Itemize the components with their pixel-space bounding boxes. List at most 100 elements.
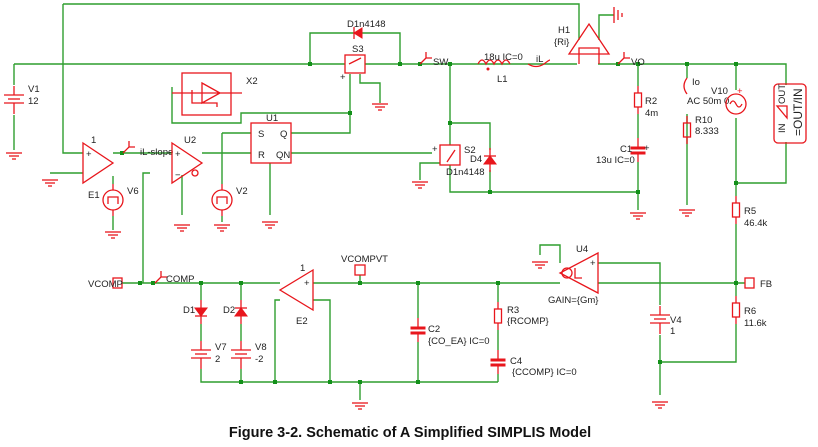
l1-inductor[interactable]: 18u IC=0L1 (477, 52, 523, 85)
ground-icon (411, 181, 429, 189)
svg-text:V6: V6 (127, 186, 139, 197)
vcomp-port[interactable]: VCOMP (88, 277, 123, 290)
ground-icon (5, 152, 23, 160)
svg-text:GAIN={Gm}: GAIN={Gm} (548, 295, 598, 306)
svg-text:C2: C2 (428, 324, 440, 335)
svg-text:V8: V8 (255, 342, 267, 353)
svg-text:V1: V1 (28, 84, 40, 95)
svg-text:OUT: OUT (777, 84, 788, 104)
ground-icon (41, 179, 59, 187)
svg-text:E2: E2 (296, 316, 308, 327)
svg-text:U1: U1 (266, 113, 278, 124)
svg-text:R: R (258, 150, 265, 161)
fb-port[interactable]: FB (744, 277, 772, 290)
svg-text:1: 1 (300, 263, 305, 274)
vcompvt-port[interactable]: VCOMPVT (341, 254, 388, 276)
net-sw: SW (433, 57, 448, 68)
out-in-probe[interactable]: IN OUT=OUT/IN (773, 83, 807, 144)
v7-battery[interactable]: V72 (190, 340, 227, 370)
svg-text:V4: V4 (670, 315, 682, 326)
svg-text:C1: C1 (620, 144, 632, 155)
svg-text:-2: -2 (255, 354, 263, 365)
e1-amplifier[interactable]: +1E1 (82, 135, 115, 201)
svg-text:R10: R10 (695, 115, 712, 126)
svg-text:−: − (175, 170, 181, 181)
svg-text:S2: S2 (464, 145, 476, 156)
svg-text:8.333: 8.333 (695, 126, 719, 137)
svg-text:46.4k: 46.4k (744, 218, 767, 229)
svg-text:+: + (175, 149, 181, 160)
wires (13, 3, 787, 400)
svg-text:{CCOMP} IC=0: {CCOMP} IC=0 (512, 367, 577, 378)
ground-icon (613, 7, 623, 23)
s3-switch[interactable]: +S3 (340, 44, 366, 83)
svg-text:4m: 4m (645, 108, 658, 119)
c2-capacitor[interactable]: C2{CO_EA} IC=0 (410, 317, 490, 347)
svg-text:FB: FB (760, 279, 772, 290)
svg-text:+: + (432, 144, 438, 155)
h1-current-sensor[interactable]: H1{Ri} (554, 22, 611, 64)
il-current-probe[interactable]: iL (527, 54, 551, 68)
ground-icon (651, 401, 669, 409)
v8-battery[interactable]: V8-2 (230, 340, 267, 370)
svg-text:IN: IN (777, 123, 788, 133)
d1-diode[interactable]: D1 (183, 299, 208, 325)
svg-text:C4: C4 (510, 356, 522, 367)
io-current-source[interactable]: Io (683, 77, 700, 95)
figure-caption: Figure 3-2. Schematic of A Simplified SI… (229, 425, 591, 441)
x2-subcircuit[interactable]: X2 (172, 72, 258, 116)
r3-resistor[interactable]: R3{RCOMP} (493, 301, 549, 331)
svg-text:+: + (737, 86, 743, 97)
e2-buffer[interactable]: +1E2 (278, 263, 314, 327)
svg-text:S3: S3 (352, 44, 364, 55)
d2-diode[interactable]: D2 (223, 299, 248, 325)
svg-text:D1n4148: D1n4148 (446, 167, 485, 178)
svg-text:E1: E1 (88, 190, 100, 201)
v6-pulse-source[interactable]: V6 (102, 183, 139, 217)
svg-text:V2: V2 (236, 186, 248, 197)
net-comp: COMP (166, 274, 195, 285)
svg-text:D1: D1 (183, 305, 195, 316)
ground-icon (678, 209, 696, 217)
svg-text:D1n4148: D1n4148 (347, 19, 386, 30)
svg-text:L1: L1 (497, 74, 508, 85)
svg-text:D2: D2 (223, 305, 235, 316)
svg-text:V10: V10 (711, 86, 728, 97)
c4-capacitor[interactable]: C4{CCOMP} IC=0 (490, 349, 577, 378)
svg-text:11.6k: 11.6k (744, 318, 767, 329)
svg-text:12: 12 (28, 96, 39, 107)
ground-icon (173, 224, 191, 232)
svg-text:18u IC=0: 18u IC=0 (484, 52, 523, 63)
net-vo: VO (631, 57, 645, 68)
svg-text:13u IC=0: 13u IC=0 (596, 155, 635, 166)
svg-text:R5: R5 (744, 206, 756, 217)
svg-text:D4: D4 (470, 154, 482, 165)
svg-text:QN: QN (276, 150, 290, 161)
ground-icon (371, 103, 389, 111)
svg-text:X2: X2 (246, 76, 258, 87)
d3-diode[interactable]: D1n4148 (347, 19, 386, 39)
ground-icon (261, 221, 279, 229)
v10-ac-source[interactable]: V10 + (711, 86, 747, 115)
svg-text:{RCOMP}: {RCOMP} (507, 316, 549, 327)
s2-switch[interactable]: + S2 (432, 144, 476, 166)
u2-comparator[interactable]: +−U2 (171, 135, 204, 185)
svg-text:VCOMP: VCOMP (88, 279, 123, 290)
v2-pulse-source[interactable]: V2 (211, 183, 248, 217)
svg-text:V7: V7 (215, 342, 227, 353)
svg-text:R6: R6 (744, 306, 756, 317)
ground-icon (104, 231, 122, 239)
probe-icon (617, 51, 631, 65)
v4-battery[interactable]: V41 (649, 305, 682, 337)
svg-text:=OUT/IN: =OUT/IN (791, 88, 805, 136)
